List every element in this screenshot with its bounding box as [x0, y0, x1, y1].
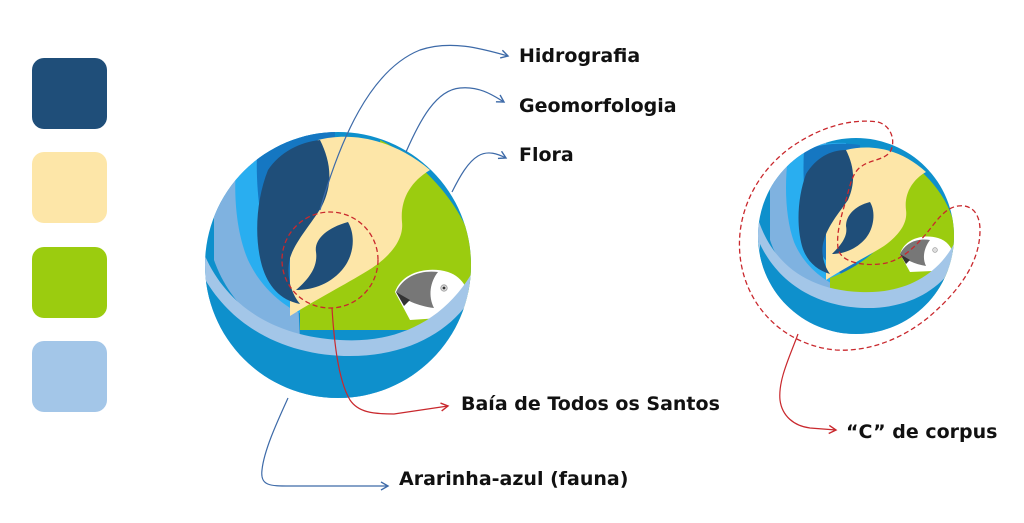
label-hidrografia: Hidrografia — [519, 45, 641, 67]
label-baia: Baía de Todos os Santos — [461, 393, 720, 415]
bird-beak — [396, 292, 410, 306]
logo-large — [205, 132, 471, 398]
swatch-navy — [32, 58, 107, 129]
arrow-flora — [451, 150, 508, 193]
label-flora: Flora — [519, 144, 574, 166]
corpus-c-outline — [738, 120, 981, 351]
logo-small — [758, 138, 954, 334]
label-ararinha: Ararinha-azul (fauna) — [399, 468, 629, 490]
arrow-corpus — [779, 333, 838, 435]
arrow-geomorfologia — [405, 87, 506, 153]
swatch-green — [32, 247, 107, 318]
swatch-sand — [32, 152, 107, 223]
label-corpus: “C” de corpus — [846, 421, 998, 443]
bay-shape — [296, 222, 353, 290]
bay-highlight-circle — [281, 211, 379, 309]
swatch-light-blue — [32, 341, 107, 412]
arrow-ararinha — [261, 397, 390, 491]
arrow-baia — [331, 307, 450, 415]
arrow-hidrografia — [319, 44, 510, 211]
label-geomorfologia: Geomorfologia — [519, 95, 677, 117]
hydro-region — [257, 140, 330, 304]
